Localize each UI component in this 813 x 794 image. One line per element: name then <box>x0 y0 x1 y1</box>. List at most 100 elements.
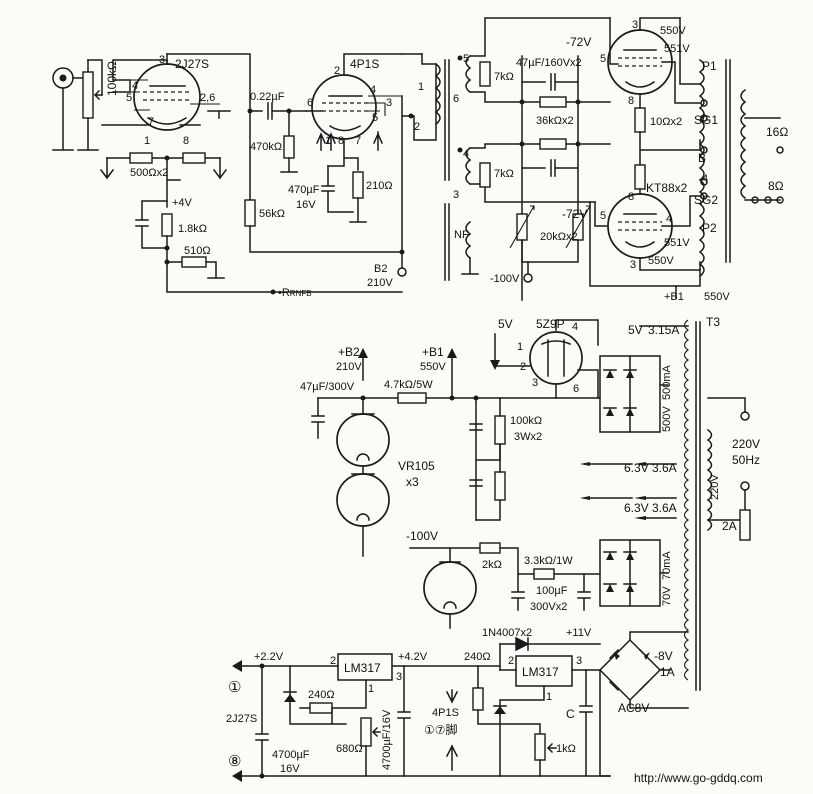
b-label: B <box>698 151 706 165</box>
ohm8-label: 8Ω <box>768 179 784 193</box>
vr105-label: VR105 <box>398 459 435 473</box>
diodes-label: 1N4007x2 <box>482 627 532 639</box>
c47-label: 47µF/160Vx2 <box>516 57 582 69</box>
reg2-label: LM317 <box>522 665 559 679</box>
neg8-a-label: 1A <box>660 665 675 679</box>
psu-r100k-b-label: 3Wx2 <box>514 431 542 443</box>
t-pin-d: 3 <box>453 189 459 201</box>
r-pin-b: 1 <box>517 341 523 353</box>
watermark-url: http://www.go-gddq.com <box>634 771 763 785</box>
v551-top-label: 551V <box>664 43 690 55</box>
r1k8-label: 1.8kΩ <box>178 223 207 235</box>
tube-4p1s: 4P1S 2 6 4 3 5 1 8 7 <box>305 53 403 151</box>
r1k-label: 1kΩ <box>556 743 576 755</box>
v1-pin-a: 3 <box>159 54 165 66</box>
ac8-label: AC8V <box>618 701 649 715</box>
volume-pot: 100kΩ <box>77 59 119 151</box>
cap-c-label: C <box>566 707 575 721</box>
v2-pin-b: 6 <box>307 97 313 109</box>
rnfb-label: •RRNFB <box>278 287 312 299</box>
c-cath-v-label: 16V <box>296 199 316 211</box>
c100-label: 100µF <box>536 585 568 597</box>
vol-label: 100kΩ <box>105 61 119 96</box>
v1-pin-e: 2,6 <box>200 92 215 104</box>
o-pin-g: 3 <box>630 259 636 271</box>
sg1-label: SG1 <box>694 113 718 127</box>
p2-label: P2 <box>702 221 717 235</box>
v11-label: +11V <box>566 627 592 639</box>
r2k-label: 2kΩ <box>482 559 502 571</box>
nf-label: NF <box>454 229 469 241</box>
reg1-adj: 1 <box>368 683 374 695</box>
b1-out-v-label: 550V <box>704 291 730 303</box>
fuse-label: 2A <box>722 519 737 533</box>
c4700a-label: 4700µF <box>272 749 310 761</box>
o-pin-f: 4 <box>666 213 672 225</box>
w63b-a-label: 3.6A <box>652 501 677 515</box>
v1-pin-d: 7 <box>148 116 154 128</box>
reg1-in: 2 <box>330 655 336 667</box>
psu-b2-label: +B2 <box>338 345 360 359</box>
psu-b2-v-label: 210V <box>336 361 362 373</box>
w5v-a-label: 3.15A <box>648 323 679 337</box>
pin1-label: ① <box>228 679 241 696</box>
r680-label: 680Ω <box>336 743 363 755</box>
psu-5v-label: 5V <box>498 317 513 331</box>
tube-2j27s: 2J27S 3 4 5 7 2,6 1 8 <box>101 53 220 147</box>
heater-tube-label: 2J27S <box>226 713 257 725</box>
psu-r100k-label: 100kΩ <box>510 415 542 427</box>
v2-name: 4P1S <box>350 57 379 71</box>
r-pin-e: 6 <box>573 383 579 395</box>
b2-label: B2 <box>374 263 387 275</box>
v1-pin-b: 4 <box>132 80 138 92</box>
psu-b1-v-label: 550V <box>420 361 446 373</box>
o-pin-a: 3 <box>632 19 638 31</box>
ohm16-label: 16Ω <box>766 125 788 139</box>
p1-label: P1 <box>702 59 717 73</box>
rect-name: 5Z9P <box>536 317 565 331</box>
r-pin-c: 2 <box>520 361 526 373</box>
t-pin-b: 6 <box>453 93 459 105</box>
v551-bot-label: 551V <box>664 237 690 249</box>
v1-pin-f: 1 <box>144 135 150 147</box>
w63a-label: 6.3V <box>624 461 649 475</box>
r-pin-d: 3 <box>532 377 538 389</box>
v2-pin-c: 4 <box>370 84 376 96</box>
psu-r47k-label: 4.7kΩ/5W <box>384 379 433 391</box>
w500-a-label: 500mA <box>661 364 673 400</box>
mains-f-label: 50Hz <box>732 453 760 467</box>
o-pin-e: 5 <box>600 210 606 222</box>
v550-top-label: 550V <box>660 25 686 37</box>
v2-pin-a: 2 <box>334 65 340 77</box>
heater-tube2-label: 4P1S <box>432 707 459 719</box>
r36k-label: 36kΩx2 <box>536 115 574 127</box>
r33k-label: 3.3kΩ/1W <box>524 555 573 567</box>
v42-label: +4.2V <box>398 651 428 663</box>
r10-label: 10Ωx2 <box>650 116 682 128</box>
w500-label: 500V <box>661 406 673 432</box>
psu-b1-label: +B1 <box>422 345 444 359</box>
w5v-label: 5V <box>628 323 643 337</box>
neg100-label: -100V <box>490 273 520 285</box>
c-couple-label: 0.22µF <box>250 91 285 103</box>
r20k-label: 20kΩx2 <box>540 231 578 243</box>
reg2-out: 3 <box>576 655 582 667</box>
t-pin-e: 1 <box>418 81 424 93</box>
reg2-in: 2 <box>508 655 514 667</box>
input-jack <box>52 67 89 151</box>
w70-a-label: 70mA <box>661 551 673 580</box>
sg2-label: SG2 <box>694 193 718 207</box>
t-pin-a: 5 <box>463 53 469 65</box>
v2-pin-g: 8 <box>338 135 344 147</box>
b2-v-label: 210V <box>367 277 393 289</box>
c4700a-v-label: 16V <box>280 763 300 775</box>
reg1-out: 3 <box>396 671 402 683</box>
reg2-adj: 1 <box>546 691 552 703</box>
mains-label: 220V <box>732 437 760 451</box>
w63a-a-label: 3.6A <box>652 461 677 475</box>
c4700b-label: 4700µF/16V <box>381 709 393 770</box>
v2-pin-h: 7 <box>355 135 361 147</box>
c-cath-label: 470µF <box>288 184 320 196</box>
t-pin-c: 4 <box>463 148 469 160</box>
o-pin-c: 8 <box>628 95 634 107</box>
